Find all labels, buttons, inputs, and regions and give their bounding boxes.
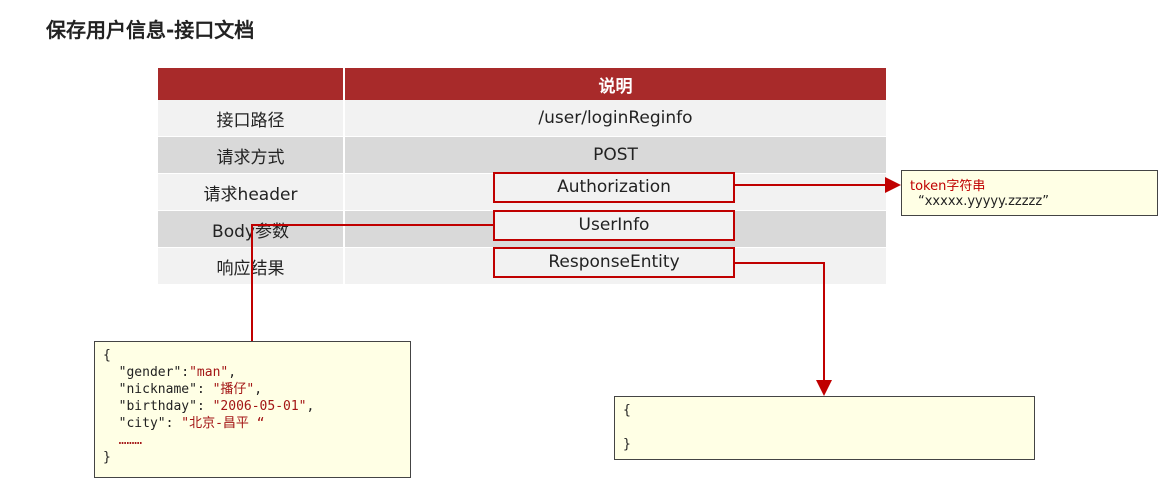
table-row-path: 接口路径 /user/loginReginfo xyxy=(158,100,886,137)
table-header-row: 说明 xyxy=(158,68,886,100)
header-cell-label xyxy=(158,68,345,100)
code-close-brace: } xyxy=(103,450,111,465)
connector-userinfo-body xyxy=(251,224,493,341)
code-key: "nickname" xyxy=(118,382,197,397)
page-title: 保存用户信息-接口文档 xyxy=(46,18,255,42)
code-sep: : xyxy=(196,382,213,397)
row-label: 请求方式 xyxy=(158,136,345,174)
code-tail: , xyxy=(228,365,237,380)
code-open-brace: { xyxy=(103,348,111,363)
code-sep: : xyxy=(196,399,213,414)
userinfo-box: UserInfo xyxy=(493,210,735,241)
code-sep: : xyxy=(165,416,182,431)
code-value: "man" xyxy=(189,365,229,380)
code-value: "播仔" xyxy=(212,382,255,397)
code-key: "city" xyxy=(118,416,166,431)
token-note-format: “xxxxx.yyyyy.zzzzz” xyxy=(918,194,1049,209)
code-sep: : xyxy=(181,365,190,380)
response-entity-box: ResponseEntity xyxy=(493,247,735,278)
row-label: 接口路径 xyxy=(158,100,345,137)
row-value: POST xyxy=(344,136,886,174)
token-note-title: token字符串 xyxy=(910,179,986,194)
code-key: "gender" xyxy=(118,365,182,380)
table-row-method: 请求方式 POST xyxy=(158,136,886,174)
code-ellipsis: ……… xyxy=(118,433,143,448)
code-tail: , xyxy=(254,382,263,397)
code-value: "2006-05-01" xyxy=(212,399,307,414)
code-key: "birthday" xyxy=(118,399,197,414)
header-cell-description: 说明 xyxy=(344,68,886,100)
response-example-code: { } xyxy=(614,396,1035,460)
token-note: token字符串 “xxxxx.yyyyy.zzzzz” xyxy=(901,170,1158,216)
body-example-code: { "gender":"man", "nickname": "播仔", "bir… xyxy=(94,341,411,478)
code-value: "北京-昌平 “ xyxy=(181,416,265,431)
authorization-box: Authorization xyxy=(493,172,735,203)
connector-response-example xyxy=(735,262,832,396)
code-tail: , xyxy=(306,399,315,414)
row-value: /user/loginReginfo xyxy=(344,100,886,137)
row-label: 请求header xyxy=(158,173,345,211)
code-open-brace: { xyxy=(623,403,631,418)
code-close-brace: } xyxy=(623,437,631,452)
